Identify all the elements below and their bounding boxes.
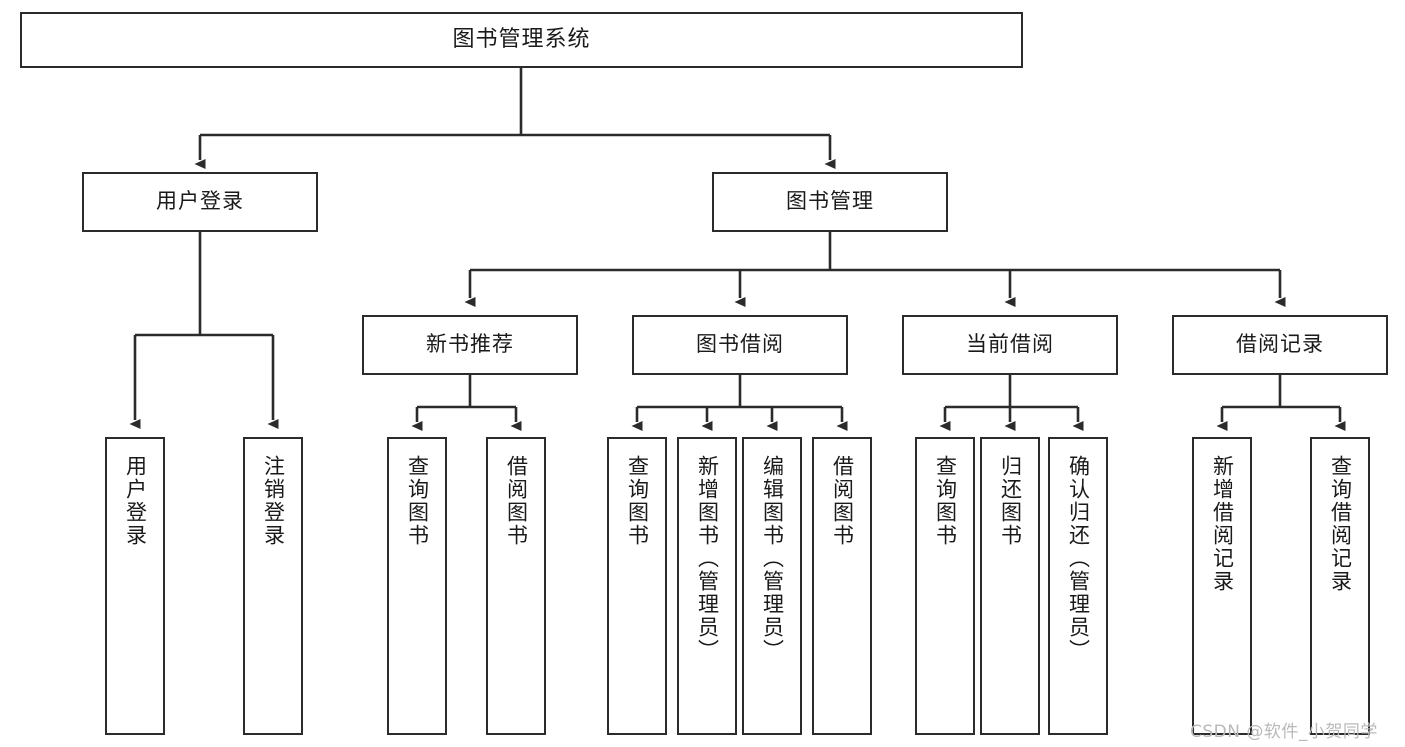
node-leaf-return-book-label: 归还图书 bbox=[998, 455, 1023, 547]
node-user-login-label: 用户登录 bbox=[156, 189, 244, 214]
node-leaf-borrow-book-2-label: 借阅图书 bbox=[830, 455, 855, 547]
node-new-book-recommend[interactable]: 新书推荐 bbox=[362, 315, 578, 375]
node-leaf-confirm-return[interactable]: 确认归还（管理员） bbox=[1048, 437, 1108, 735]
node-leaf-logout-login[interactable]: 注销登录 bbox=[243, 437, 303, 735]
node-leaf-return-book[interactable]: 归还图书 bbox=[980, 437, 1040, 735]
node-book-borrow-label: 图书借阅 bbox=[696, 332, 784, 357]
node-user-login[interactable]: 用户登录 bbox=[82, 172, 318, 232]
node-leaf-add-borrow-record[interactable]: 新增借阅记录 bbox=[1192, 437, 1252, 735]
node-leaf-borrow-book-1-label: 借阅图书 bbox=[504, 455, 529, 547]
node-leaf-query-book-2-label: 查询图书 bbox=[625, 455, 650, 547]
node-current-borrow[interactable]: 当前借阅 bbox=[902, 315, 1118, 375]
node-borrow-record[interactable]: 借阅记录 bbox=[1172, 315, 1388, 375]
node-leaf-borrow-book-1[interactable]: 借阅图书 bbox=[486, 437, 546, 735]
node-leaf-query-borrow-record[interactable]: 查询借阅记录 bbox=[1310, 437, 1370, 735]
node-leaf-query-book-1[interactable]: 查询图书 bbox=[387, 437, 447, 735]
node-borrow-record-label: 借阅记录 bbox=[1236, 332, 1324, 357]
node-leaf-query-borrow-record-label: 查询借阅记录 bbox=[1328, 455, 1353, 593]
node-leaf-borrow-book-2[interactable]: 借阅图书 bbox=[812, 437, 872, 735]
node-root-label: 图书管理系统 bbox=[452, 26, 591, 52]
node-new-book-recommend-label: 新书推荐 bbox=[426, 332, 514, 357]
node-current-borrow-label: 当前借阅 bbox=[966, 332, 1054, 357]
node-leaf-edit-book[interactable]: 编辑图书（管理员） bbox=[742, 437, 802, 735]
node-leaf-add-book-label: 新增图书（管理员） bbox=[695, 455, 720, 662]
node-leaf-query-book-1-label: 查询图书 bbox=[405, 455, 430, 547]
node-book-borrow[interactable]: 图书借阅 bbox=[632, 315, 848, 375]
node-root[interactable]: 图书管理系统 bbox=[20, 12, 1023, 68]
node-leaf-query-book-3-label: 查询图书 bbox=[933, 455, 958, 547]
node-book-manage-label: 图书管理 bbox=[786, 189, 874, 214]
node-leaf-user-login[interactable]: 用户登录 bbox=[105, 437, 165, 735]
node-leaf-query-book-2[interactable]: 查询图书 bbox=[607, 437, 667, 735]
node-leaf-add-book[interactable]: 新增图书（管理员） bbox=[677, 437, 737, 735]
node-leaf-query-book-3[interactable]: 查询图书 bbox=[915, 437, 975, 735]
node-book-manage[interactable]: 图书管理 bbox=[712, 172, 948, 232]
node-leaf-edit-book-label: 编辑图书（管理员） bbox=[760, 455, 785, 662]
node-leaf-logout-login-label: 注销登录 bbox=[261, 455, 286, 547]
csdn-watermark: CSDN @软件_小贺同学 bbox=[1190, 722, 1378, 742]
node-leaf-confirm-return-label: 确认归还（管理员） bbox=[1066, 455, 1091, 662]
node-leaf-add-borrow-record-label: 新增借阅记录 bbox=[1210, 455, 1235, 593]
node-leaf-user-login-label: 用户登录 bbox=[123, 455, 148, 547]
